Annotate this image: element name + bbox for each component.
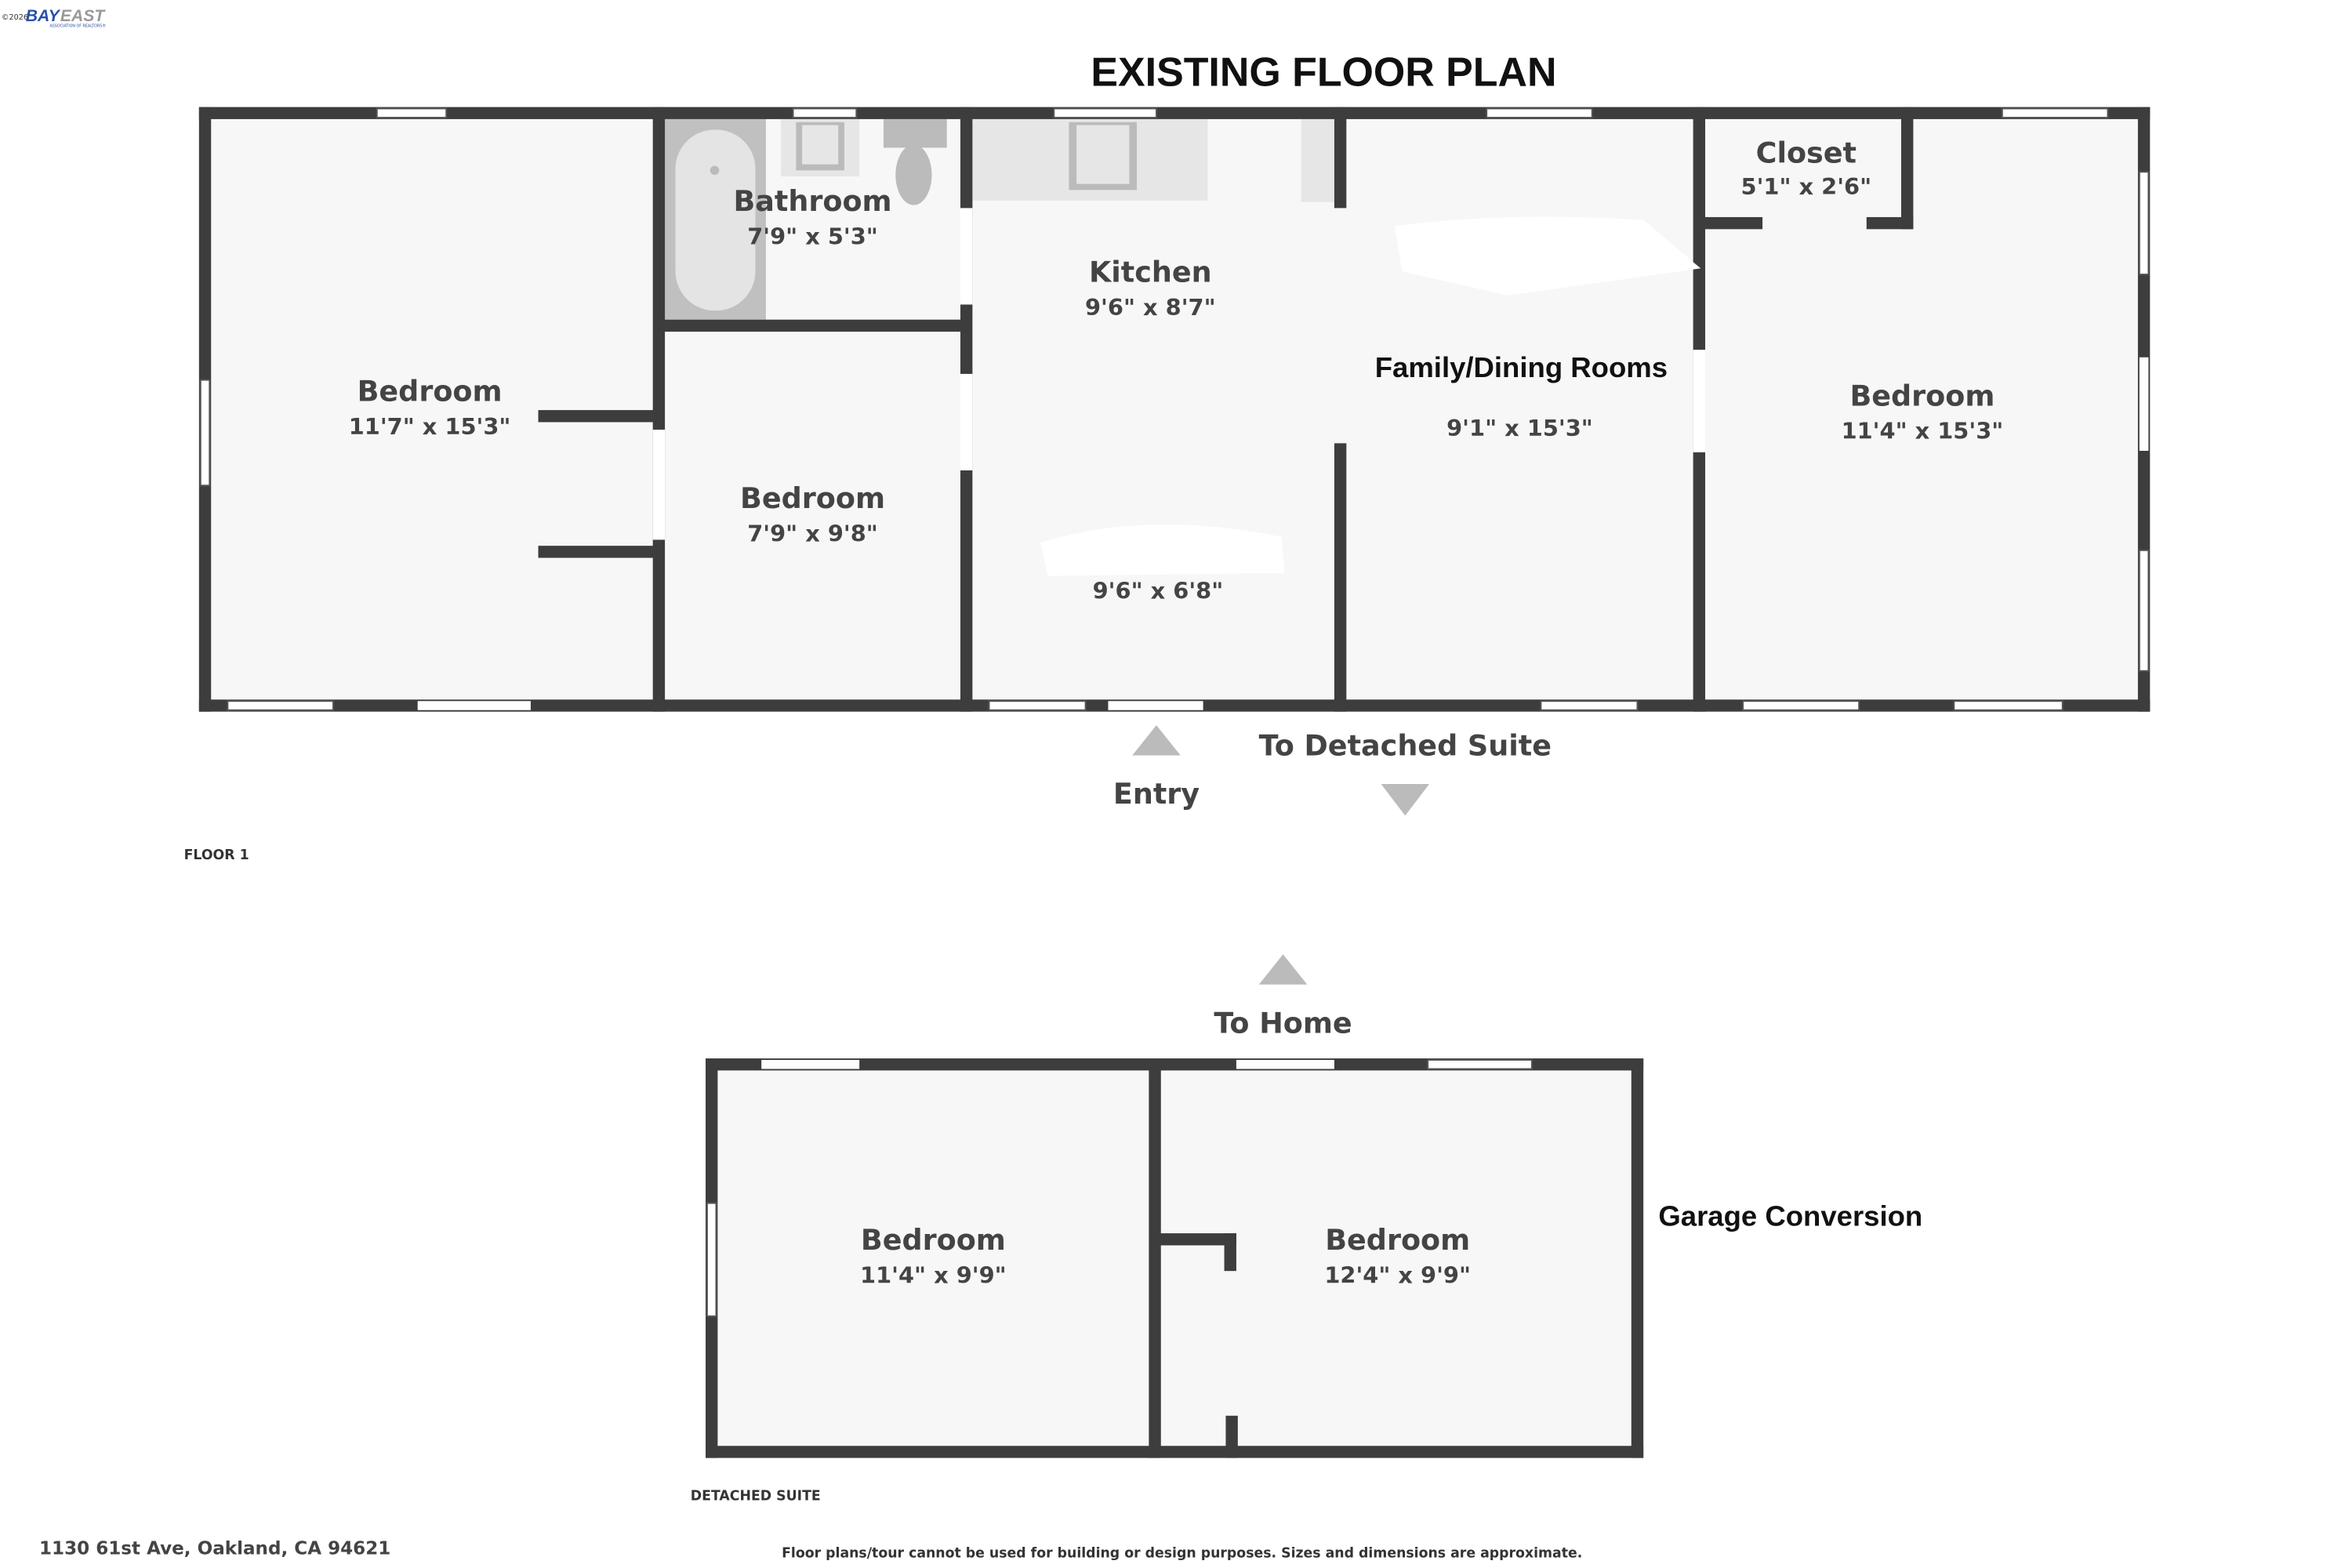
window [1053,107,1157,118]
window [792,107,858,118]
to-home-label: To Home [1214,1006,1352,1040]
room-dims: 9'6" x 6'8" [1093,577,1224,604]
toilet-icon [883,118,947,148]
window [2138,549,2150,672]
suite-label: DETACHED SUITE [691,1488,821,1504]
svg-text:BAY: BAY [26,7,61,25]
disclaimer: Floor plans/tour cannot be used for buil… [782,1546,1582,1562]
room-dims: 9'6" x 8'7" [1085,294,1216,321]
window [1742,700,1860,711]
entry-label: Entry [1113,777,1200,811]
room-dims: 5'1" x 2'6" [1741,173,1872,200]
room-name: Bathroom [733,184,891,218]
arrow-up-icon [1132,725,1181,756]
svg-text:ASSOCIATION OF REALTORS®: ASSOCIATION OF REALTORS® [49,24,106,29]
entry-door [1108,701,1203,710]
room-dims: 7'9" x 5'3" [747,223,878,250]
garage-conversion-note: Garage Conversion [1658,1200,1922,1232]
page-title: EXISTING FLOOR PLAN [1091,50,1556,96]
room-dims: 9'1" x 15'3" [1446,415,1593,441]
arrow-down-icon [1381,784,1430,816]
floor-1-plan: Bedroom 11'7" x 15'3" Bathroom 7'9" x 5'… [198,107,2151,712]
window [199,379,211,487]
room-dims: 11'4" x 15'3" [1842,418,2004,445]
svg-text:EAST: EAST [60,7,106,25]
window [1953,700,2063,711]
window [2001,107,2109,118]
room-name: Closet [1756,136,1857,170]
room-name: Bedroom [1325,1223,1470,1257]
room-dims: 11'4" x 9'9" [860,1262,1007,1289]
floor-label: FLOOR 1 [184,848,249,863]
room-name: Family/Dining Rooms [1375,351,1668,383]
window [227,700,334,711]
room-name: Kitchen [1089,256,1212,289]
arrow-up-icon [1258,954,1308,985]
room-name: Bedroom [1849,379,1994,412]
window [706,1202,717,1317]
window [2138,171,2150,275]
bayeast-logo: ©2026 BAY EAST ASSOCIATION OF REALTORS® [2,7,106,29]
detached-suite-plan: Bedroom 11'4" x 9'9" Bedroom 12'4" x 9'9… [706,1058,1644,1458]
to-detached-suite-label: To Detached Suite [1259,728,1552,762]
svg-text:©2026: ©2026 [2,13,28,22]
room-name: Bedroom [358,375,503,408]
room-dims: 12'4" x 9'9" [1324,1262,1471,1289]
room-dims: 7'9" x 9'8" [747,520,878,546]
window [988,700,1087,711]
window [376,107,448,118]
window [1427,1058,1533,1070]
window [1540,700,1639,711]
room-name: Bedroom [861,1223,1006,1257]
room-dims: 11'7" x 15'3" [349,413,511,440]
room-name: Bedroom [740,481,885,515]
address: 1130 61st Ave, Oakland, CA 94621 [39,1539,390,1559]
window [1486,107,1593,118]
